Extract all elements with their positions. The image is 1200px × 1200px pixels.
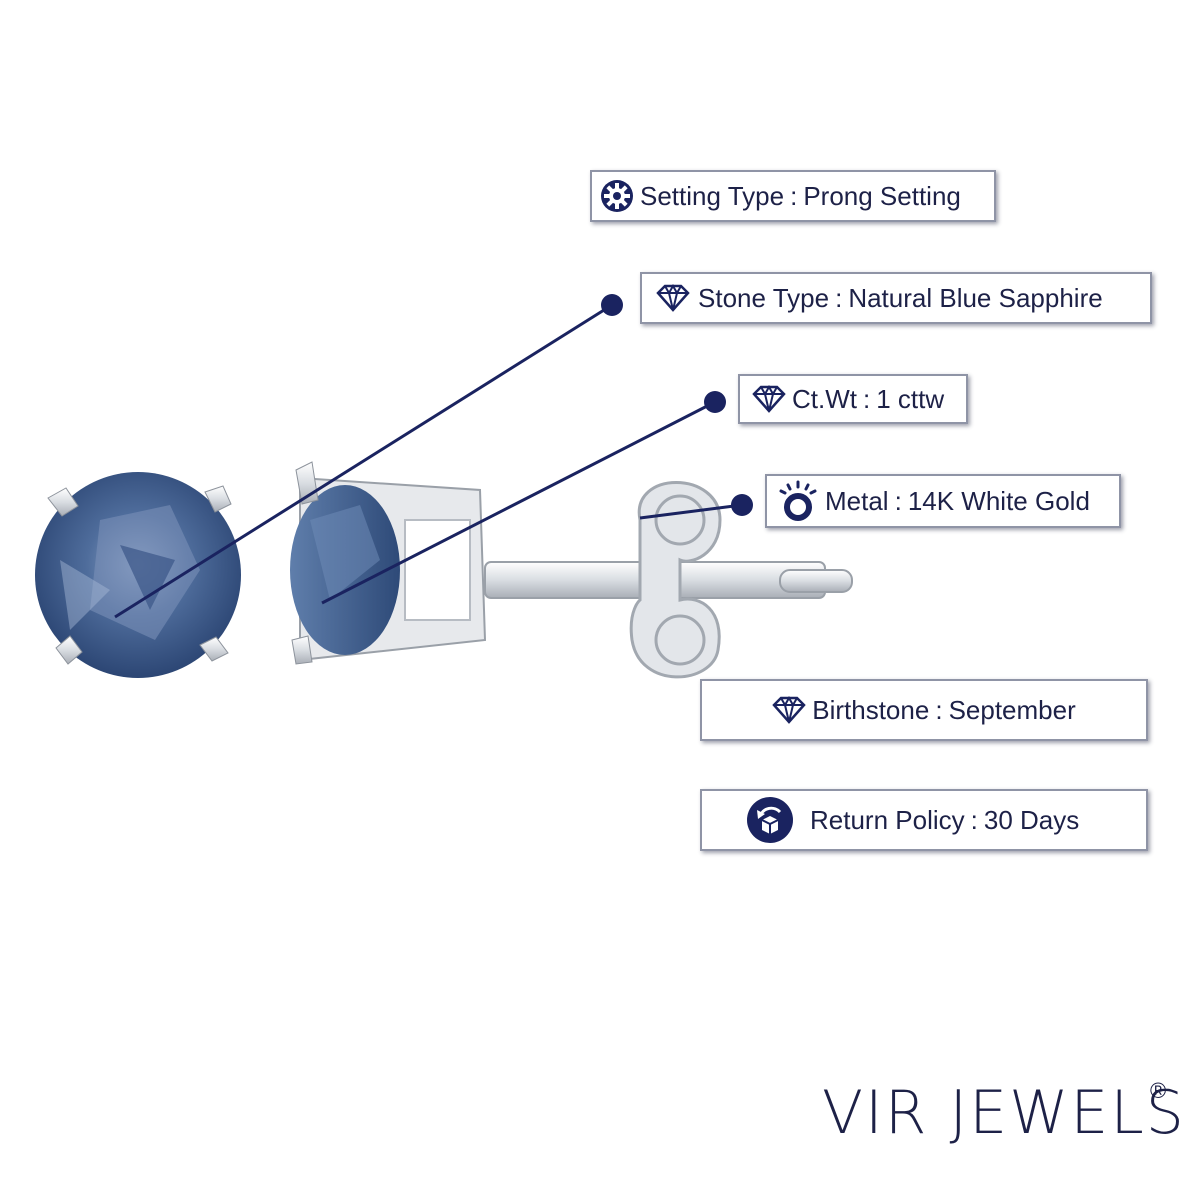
spec-birthstone: Birthstone:September (700, 679, 1148, 741)
spec-label: Return Policy (810, 804, 965, 835)
diamond-icon (772, 696, 806, 724)
callout-lines (114, 294, 753, 619)
front-view-stud (35, 472, 241, 678)
stone-facet (310, 505, 380, 600)
spec-value: September (948, 694, 1076, 725)
callout-line-ct-wt (321, 400, 716, 605)
callout-dot-ct-wt (704, 391, 726, 413)
diamond-icon (752, 385, 786, 413)
prong (199, 636, 229, 662)
registered-mark: ® (1150, 1078, 1167, 1103)
spec-separator: : (863, 383, 871, 414)
basket-inner (404, 519, 471, 621)
callout-dot-metal (731, 494, 753, 516)
spec-separator: : (935, 694, 943, 725)
callout-line-stone-type (114, 303, 613, 619)
side-view-stud (290, 461, 853, 679)
spec-separator: : (970, 804, 978, 835)
spec-label: Stone Type (698, 282, 830, 313)
spec-setting-type: Setting Type:Prong Setting (590, 170, 996, 222)
spec-value: 14K White Gold (907, 485, 1090, 516)
spec-value: Prong Setting (803, 180, 961, 211)
stone-facet (60, 560, 110, 630)
spec-label: Metal (825, 485, 889, 516)
spec-stone-type: Stone Type:Natural Blue Sapphire (640, 272, 1152, 324)
ring-icon (779, 480, 817, 521)
diamond-icon (656, 284, 690, 312)
post-tip (779, 569, 853, 593)
spec-value: Natural Blue Sapphire (848, 282, 1103, 313)
callout-dot-stone-type (601, 294, 623, 316)
brand-logo: VIR JEWELS (822, 1078, 1186, 1148)
prong (204, 485, 232, 513)
spec-separator: : (894, 485, 902, 516)
spec-metal: Metal:14K White Gold (765, 474, 1121, 528)
gear-icon (601, 180, 633, 212)
callout-line-metal (639, 503, 743, 520)
prong (55, 635, 83, 665)
spec-label: Ct.Wt (792, 383, 857, 414)
spec-label: Setting Type (640, 180, 785, 211)
spec-ct-wt: Ct.Wt:1 cttw (738, 374, 968, 424)
spec-value: 30 Days (983, 804, 1080, 835)
spec-separator: : (790, 180, 798, 211)
prong (291, 635, 313, 665)
return-box-icon (747, 797, 793, 843)
butterfly-curl (654, 614, 706, 666)
spec-value: 1 cttw (876, 383, 945, 414)
spec-label: Birthstone (812, 694, 930, 725)
spec-separator: : (835, 282, 843, 313)
butterfly-back (629, 481, 722, 679)
prong (47, 487, 79, 517)
spec-return-policy: Return Policy:30 Days (700, 789, 1148, 851)
stone-facet (120, 545, 175, 610)
butterfly-curl (654, 494, 706, 546)
